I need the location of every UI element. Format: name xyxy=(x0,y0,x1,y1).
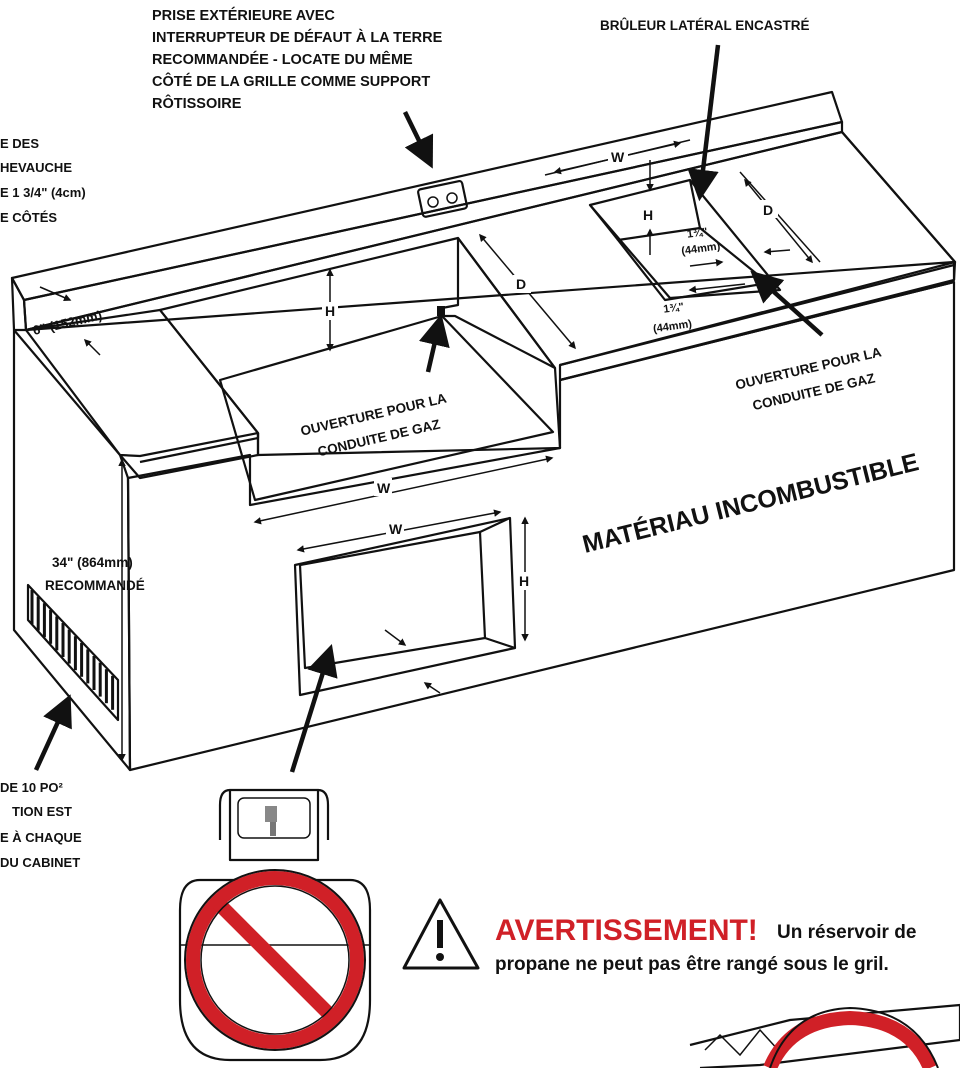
svg-text:DU CABINET: DU CABINET xyxy=(0,855,80,870)
svg-text:HEVAUCHE: HEVAUCHE xyxy=(0,160,72,175)
svg-text:34" (864mm): 34" (864mm) xyxy=(52,555,133,570)
backsplash-dim-arrow-bottom xyxy=(83,338,101,356)
propane-tank-prohibited-icon xyxy=(178,788,372,1062)
svg-text:1¾": 1¾" xyxy=(663,301,685,316)
burner-callout-arrow xyxy=(687,44,721,202)
warning-triangle-icon xyxy=(402,898,480,970)
side-gas-callout-arrow xyxy=(750,270,824,337)
outlet-callout-arrow xyxy=(402,111,434,169)
ventilation-label: DE 10 PO² TION EST E À CHAQUE DU CABINET xyxy=(0,780,82,870)
height-note-label: 34" (864mm) RECOMMANDÉ xyxy=(45,555,145,593)
material-label: MATÉRIAU INCOMBUSTIBLE xyxy=(579,447,921,559)
grill-d-label: D xyxy=(516,276,526,292)
warning-title: AVERTISSEMENT! xyxy=(495,914,758,947)
backsplash-dim-label: 6" (152mm) xyxy=(31,307,103,337)
grill-h-label: H xyxy=(325,303,335,319)
door-h-label: H xyxy=(519,573,529,589)
svg-text:E DES: E DES xyxy=(0,136,39,151)
outlet-label: PRISE EXTÉRIEURE AVEC INTERRUPTEUR DE DÉ… xyxy=(152,7,443,112)
burner-w-label: W xyxy=(611,149,625,165)
overlap-label: E DES HEVAUCHE E 1 3/4" (4cm) E CÔTÉS xyxy=(0,136,86,225)
svg-text:E CÔTÉS: E CÔTÉS xyxy=(0,210,57,225)
svg-text:RECOMMANDÉ: RECOMMANDÉ xyxy=(45,578,145,593)
warning-line1: Un réservoir de xyxy=(777,922,916,943)
door-w-label: W xyxy=(389,521,403,537)
burner-inset-label-2: 1¾" (44mm) xyxy=(652,301,693,335)
svg-text:RECOMMANDÉE - LOCATE DU MÊME: RECOMMANDÉE - LOCATE DU MÊME xyxy=(152,50,413,68)
grill-w-label: W xyxy=(377,480,391,496)
svg-text:E À CHAQUE: E À CHAQUE xyxy=(0,830,82,845)
svg-text:TION EST: TION EST xyxy=(12,804,72,819)
warning-line2: propane ne peut pas être rangé sous le g… xyxy=(495,954,889,975)
svg-text:DE 10 PO²: DE 10 PO² xyxy=(0,780,64,795)
grill-prohibited-icon xyxy=(689,1003,960,1068)
svg-text:INTERRUPTEUR DE DÉFAUT À LA TE: INTERRUPTEUR DE DÉFAUT À LA TERRE xyxy=(152,29,443,46)
burner-h-label: H xyxy=(643,207,653,223)
outlet-box xyxy=(417,179,468,218)
burner-d-label: D xyxy=(763,202,773,218)
burner-inset-label-1: 1¾" (44mm) xyxy=(681,226,722,258)
vent-grille xyxy=(26,583,120,722)
svg-text:(44mm): (44mm) xyxy=(681,240,722,257)
svg-text:(44mm): (44mm) xyxy=(652,318,693,335)
svg-text:CÔTÉ DE LA GRILLE COMME SUPPOR: CÔTÉ DE LA GRILLE COMME SUPPORT xyxy=(152,72,430,90)
gas-opening-side-label: OUVERTURE POUR LA CONDUITE DE GAZ xyxy=(734,344,883,413)
svg-text:E 1 3/4" (4cm): E 1 3/4" (4cm) xyxy=(0,185,86,200)
island-body xyxy=(10,90,957,772)
gas-opening-callout-arrow xyxy=(418,313,450,373)
vent-callout-arrow xyxy=(33,694,72,771)
svg-text:1¾": 1¾" xyxy=(686,226,708,241)
side-burner-label: BRÛLEUR LATÉRAL ENCASTRÉ xyxy=(600,18,810,33)
svg-text:PRISE EXTÉRIEURE AVEC: PRISE EXTÉRIEURE AVEC xyxy=(152,7,335,24)
door-callout-arrow xyxy=(289,643,338,773)
backsplash-dim-arrow-top xyxy=(39,286,72,302)
svg-text:RÔTISSOIRE: RÔTISSOIRE xyxy=(152,94,242,112)
